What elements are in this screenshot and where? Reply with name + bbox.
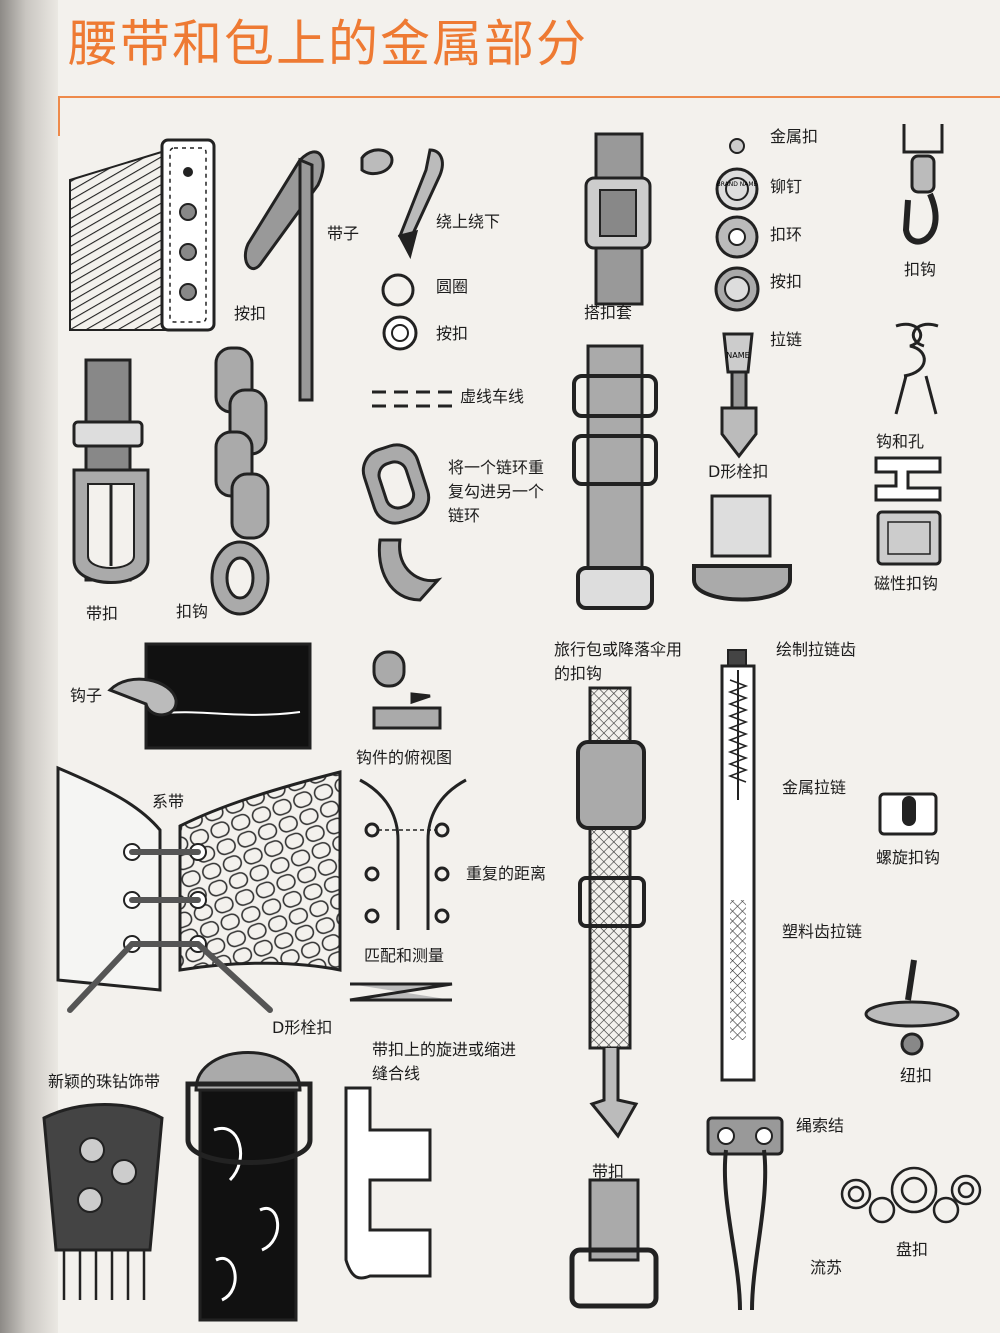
label-hook-top-view: 钩件的俯视图 (356, 748, 453, 767)
circle-illustration (381, 273, 415, 307)
label-d-ring-bottom: D形栓扣 (272, 1018, 333, 1037)
label-travel-bag-clasp: 旅行包或降落伞用的扣钩 (554, 640, 683, 683)
hook-tag-illustration (107, 642, 312, 750)
label-tassel: 流苏 (810, 1258, 843, 1277)
d-ring-strap-illustration (692, 494, 792, 602)
button-illustration (864, 959, 960, 1056)
label-press-buckle: 按扣 (234, 304, 267, 323)
label-repeated-distance: 重复的距离 (466, 864, 547, 883)
looped-strap-illustration (243, 150, 325, 402)
page-title: 腰带和包上的金属部分 (68, 15, 588, 73)
magnetic-clasp-illustration (874, 456, 942, 566)
frog-closure-illustration (840, 1166, 982, 1224)
label-metal-stud: 金属扣 (770, 127, 819, 146)
swivel-hook-illustration (902, 124, 944, 245)
label-jeweled-belt: 新颖的珠钻饰带 (48, 1072, 161, 1091)
chain-clasp-illustration (210, 346, 270, 616)
label-hook-and-eye: 钩和孔 (876, 432, 925, 451)
hook-top-view-illustration (372, 650, 442, 730)
lacing-illustration (56, 765, 342, 1013)
dashed-stitch-illustration (372, 390, 452, 408)
belt-buckle-illustration (72, 358, 150, 584)
label-stitch-note: 带扣上的旋进或缩进缝合线 (372, 1040, 517, 1083)
label-over-under: 绕上绕下 (436, 212, 501, 231)
label-lobster-clasp: 扣钩 (176, 602, 209, 621)
hook-and-eye-illustration (894, 322, 939, 415)
label-snap: 按扣 (770, 272, 803, 291)
book-spine-shadow (0, 0, 58, 1333)
label-cord-knot: 绳索结 (796, 1116, 845, 1135)
label-button: 纽扣 (900, 1066, 933, 1085)
label-strap: 带子 (327, 224, 360, 243)
label-hook-clasp: 扣钩 (904, 260, 937, 279)
label-metal-zipper: 金属拉链 (782, 778, 847, 797)
label-lacing: 系带 (152, 792, 185, 811)
stud-icons (714, 138, 760, 312)
travel-clasp-illustration (576, 686, 646, 1139)
label-frog-closure: 盘扣 (896, 1240, 929, 1259)
zipper-illustration (720, 649, 756, 1082)
belt-end-illustration (69, 138, 216, 332)
jeweled-belt-illustration (42, 1103, 164, 1300)
label-hook: 钩子 (70, 686, 103, 705)
label-rivet: 铆钉 (770, 177, 803, 196)
zipper-tag-text: NAME (726, 351, 749, 360)
over-under-illustration (360, 148, 444, 260)
label-match-measure: 匹配和测量 (364, 946, 445, 965)
label-belt-buckle: 带扣 (86, 604, 119, 623)
press-stud-small-illustration (382, 315, 418, 351)
title-underline (58, 96, 1000, 98)
title-corner-rule (58, 96, 60, 136)
label-dashed-stitch: 虚线车线 (460, 387, 525, 406)
stitch-shape-illustration (344, 1086, 432, 1280)
turnlock-illustration (878, 792, 938, 836)
label-plastic-zipper: 塑料齿拉链 (782, 922, 863, 941)
label-circle: 圆圈 (436, 277, 469, 296)
zipper-pull-illustration (720, 332, 758, 459)
label-d-ring-top: D形栓扣 (708, 462, 769, 481)
rivet-badge-text: BRAND NAME (717, 181, 758, 188)
label-zipper: 拉链 (770, 330, 803, 349)
match-measure-illustration (359, 778, 467, 930)
label-ring: 扣环 (770, 225, 803, 244)
label-draw-zipper-teeth: 绘制拉链齿 (776, 640, 857, 659)
d-ring-buckle-illustration (185, 1051, 313, 1322)
label-chain-link-note: 将一个链环重复勾进另一个链环 (448, 458, 545, 525)
label-buckle-bottom: 带扣 (592, 1162, 625, 1181)
cord-knot-illustration (706, 1116, 784, 1311)
keeper-strap-illustration (584, 132, 652, 306)
label-magnetic-clasp: 磁性扣钩 (874, 574, 939, 593)
bottom-buckle-illustration (569, 1178, 659, 1309)
label-turnlock: 螺旋扣钩 (876, 848, 941, 867)
long-belt-illustration (572, 344, 658, 610)
twisted-strap-illustration (349, 982, 453, 1002)
label-keeper: 搭扣套 (584, 303, 633, 322)
chain-link-illustration (361, 443, 443, 602)
label-press-stud: 按扣 (436, 324, 469, 343)
